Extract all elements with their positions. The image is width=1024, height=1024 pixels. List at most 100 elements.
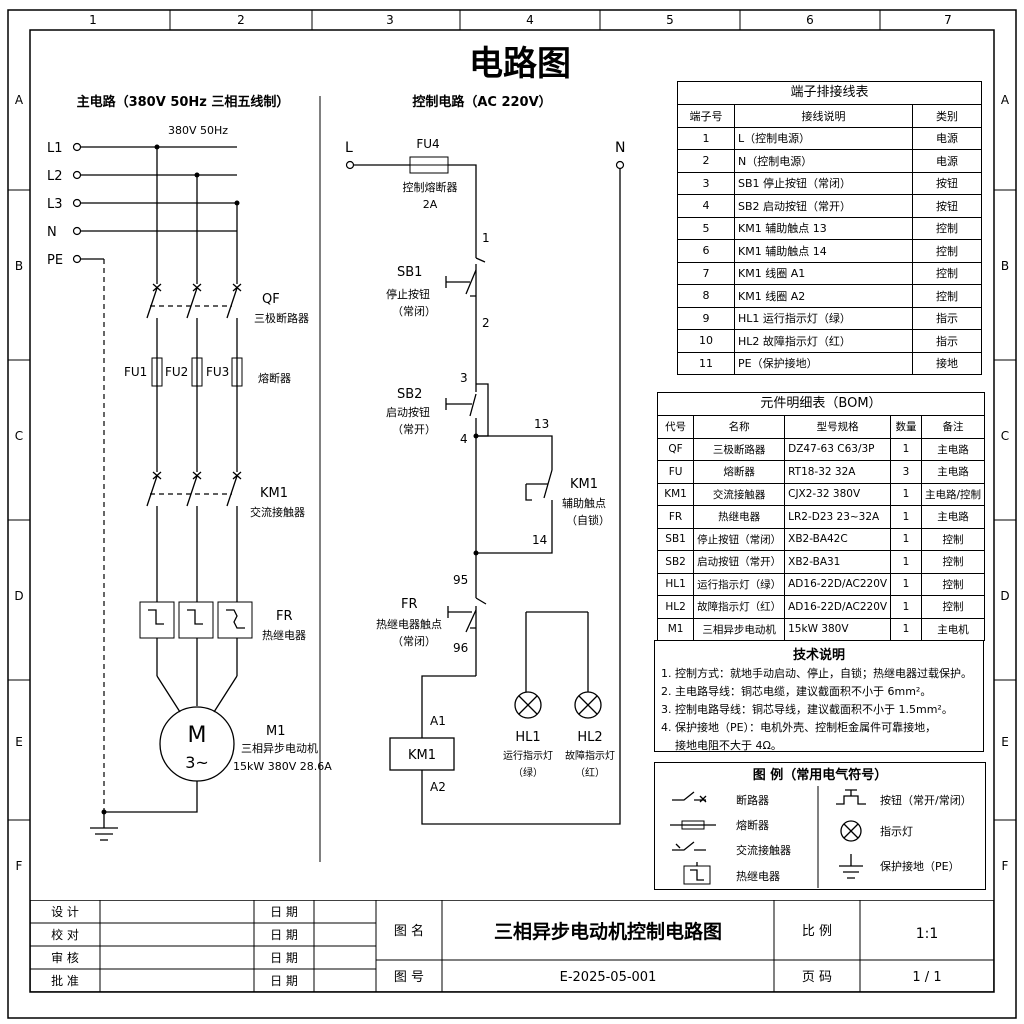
fu4-code: FU4 [416, 137, 439, 151]
legend-label: 交流接触器 [736, 843, 791, 857]
line-label-n: N [47, 225, 57, 240]
bom-table-title: 元件明细表（BOM） [657, 392, 985, 415]
km1-aux-contact-symbol [525, 483, 548, 501]
table-cell: 按钮 [912, 171, 982, 195]
table-cell: 主电路 [920, 505, 986, 529]
table-cell: 电源 [912, 149, 982, 173]
hl2-code: HL2 [577, 730, 602, 745]
inner-frame [29, 29, 995, 993]
terminal-col-header: 接线说明 [734, 104, 913, 128]
table-cell: HL2 故障指示灯（红） [734, 329, 913, 353]
fu2-code: FU2 [165, 365, 188, 379]
breaker-legend-icon [671, 790, 706, 802]
fu1-code: FU1 [124, 365, 147, 379]
tech-note-item: 接地电阻不大于 4Ω。 [661, 739, 782, 752]
fr-contact-symbol [447, 597, 487, 676]
table-cell: 控制 [920, 595, 986, 619]
table-cell: SB2 启动按钮（常开） [734, 194, 913, 218]
table-cell: 控制 [920, 527, 986, 551]
row-marker: C [1001, 429, 1009, 443]
drawing-name-label: 图 名 [394, 923, 424, 939]
terminal-control-n [615, 160, 625, 170]
line-label-l1: L1 [47, 141, 63, 156]
scale-value: 1:1 [916, 926, 939, 942]
node-95: 95 [453, 573, 468, 587]
table-cell: 7 [677, 261, 735, 285]
table-cell: 熔断器 [693, 460, 786, 484]
page-value: 1 / 1 [912, 970, 941, 985]
table-cell: LR2-D23 23~32A [784, 505, 892, 529]
thermal-relay-legend-icon [683, 861, 710, 884]
terminal-l2 [72, 170, 82, 180]
table-cell: KM1 线圈 A2 [734, 284, 913, 308]
node-13: 13 [534, 417, 549, 431]
motor-desc: 三相异步电动机 [241, 741, 318, 755]
drawing-number-label: 图 号 [394, 970, 424, 985]
page-title: 电路图 [469, 44, 571, 84]
table-cell: 三相异步电动机 [693, 617, 786, 641]
table-cell: 1 [890, 595, 922, 619]
table-cell: AD16-22D/AC220V [784, 595, 892, 619]
table-cell: 控制 [912, 261, 982, 285]
fr-desc: 热继电器 [262, 629, 306, 642]
table-cell: 1 [890, 482, 922, 506]
table-cell: 三极断路器 [693, 437, 786, 461]
motor-code: M1 [266, 724, 286, 739]
table-cell: KM1 辅助触点 13 [734, 216, 913, 240]
col-marker: 1 [89, 13, 97, 27]
tech-note-item: 3. 控制电路导线：铜芯导线，建议截面积不小于 1.5mm²。 [661, 703, 953, 716]
row-marker: B [1001, 259, 1009, 273]
table-cell: 8 [677, 284, 735, 308]
row-marker: F [1002, 859, 1009, 873]
table-cell: 指示 [912, 306, 982, 330]
table-cell: 运行指示灯（绿） [693, 572, 786, 596]
legend-label: 按钮（常开/常闭） [880, 793, 972, 807]
table-cell: 15kW 380V [784, 617, 892, 641]
col-marker: 6 [806, 13, 814, 27]
table-cell: 11 [677, 351, 735, 375]
km1-aux-state: （自锁） [566, 513, 610, 527]
tech-note-item: 2. 主电路导线：铜芯电缆，建议截面积不小于 6mm²。 [661, 685, 932, 698]
row-marker: A [1001, 93, 1010, 107]
node-96: 96 [453, 641, 468, 655]
table-cell: 1 [890, 527, 922, 551]
control-circuit: 控制电路（AC 220V） L N FU4 控制熔断器 2A 1 SB1 停止按… [345, 94, 625, 825]
fuse-desc: 熔断器 [258, 371, 291, 385]
date-label: 日 期 [270, 974, 298, 988]
table-cell: 接地 [912, 351, 982, 375]
table-cell: SB1 [656, 527, 695, 551]
tech-note-item: 1. 控制方式：就地手动启动、停止，自锁；热继电器过载保护。 [661, 667, 972, 680]
table-cell: 6 [677, 239, 735, 263]
table-cell: HL1 运行指示灯（绿） [734, 306, 913, 330]
table-cell: KM1 [656, 482, 695, 506]
km1-code: KM1 [260, 486, 288, 501]
control-l-label: L [345, 140, 353, 156]
table-cell: 控制 [912, 284, 982, 308]
table-cell: M1 [656, 617, 695, 641]
table-cell: 停止按钮（常闭） [693, 527, 786, 551]
hl1-desc: 运行指示灯 [503, 749, 553, 762]
date-label: 日 期 [270, 951, 298, 965]
table-cell: QF [656, 437, 695, 461]
sb1-code: SB1 [397, 265, 422, 280]
qf-desc: 三极断路器 [254, 311, 309, 325]
sb1-state: （常闭） [392, 305, 436, 318]
table-cell: DZ47-63 C63/3P [784, 437, 892, 461]
row-marker: B [15, 259, 23, 273]
qf-breaker-symbol [146, 283, 242, 350]
role-check: 校 对 [51, 927, 79, 942]
